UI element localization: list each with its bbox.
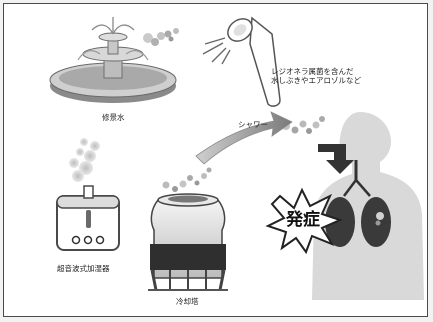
shower-head-illustration (202, 16, 281, 107)
transmission-arrow (195, 111, 293, 165)
onset-burst (265, 187, 343, 255)
fountain-label: 修景水 (102, 113, 125, 122)
aerosol-droplets-cluster-2 (282, 116, 325, 134)
shower-label: シャワー (238, 120, 268, 129)
cooling-tower-illustration (148, 193, 228, 291)
humidifier-label: 超音波式加湿器 (57, 264, 110, 273)
humidifier-illustration (56, 138, 120, 251)
onset-text: 発症 (286, 210, 320, 230)
cooling-tower-label: 冷却塔 (176, 297, 199, 306)
fountain-illustration (49, 17, 179, 103)
human-silhouette (312, 112, 424, 300)
aerosol-droplets-cluster-1 (162, 167, 212, 192)
aerosol-caption: レジオネラ属菌を含んだ 水しぶきやエアロゾルなど (271, 67, 361, 86)
aerosol-caption-line-2: 水しぶきやエアロゾルなど (271, 76, 361, 86)
inhalation-arrow (318, 144, 354, 174)
aerosol-caption-line-1: レジオネラ属菌を含んだ (271, 67, 354, 76)
